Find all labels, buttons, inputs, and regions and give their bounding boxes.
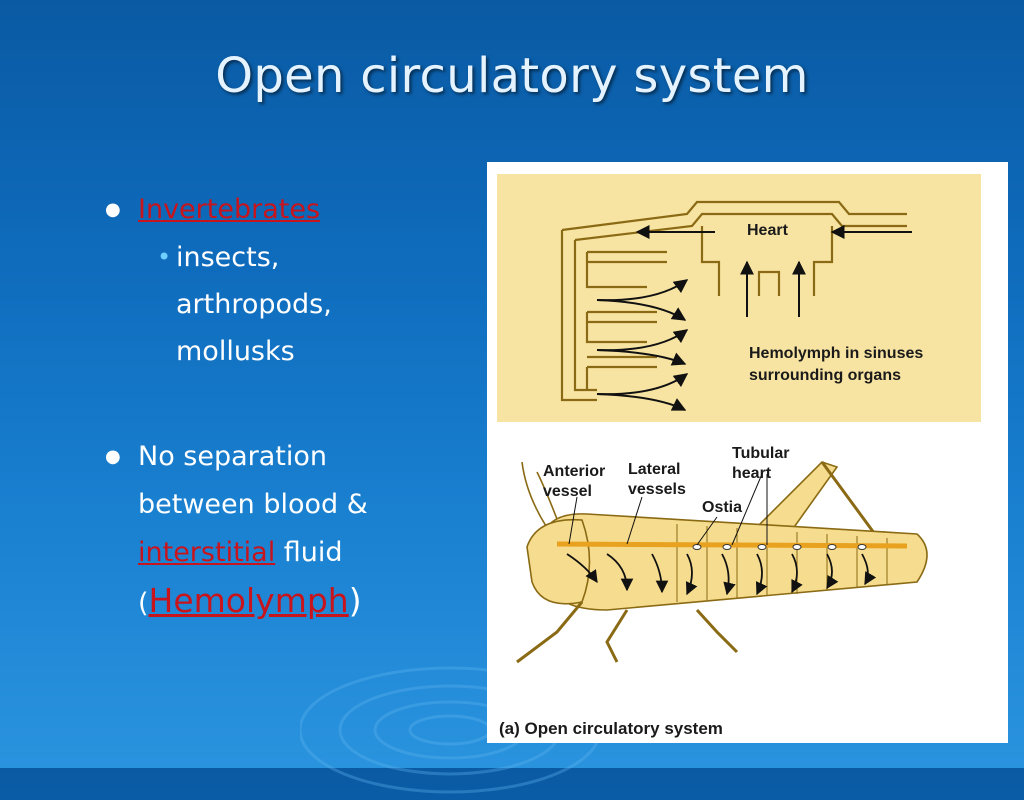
hemolymph-flow-arrows — [566, 553, 877, 596]
paren-open: ( — [138, 588, 149, 619]
bullet-invertebrates: ● Invertebrates — [100, 190, 460, 230]
sub-bullet-line: arthropods, — [176, 289, 332, 320]
schematic-panel — [497, 174, 981, 422]
hemolymph-link[interactable]: Hemolymph — [148, 581, 349, 620]
bullet-line: fluid — [275, 537, 343, 568]
sub-bullet-line: insects, — [176, 242, 280, 273]
interstitial-link[interactable]: interstitial — [138, 537, 276, 568]
bullet-list: ● Invertebrates • insects, arthropods, m… — [100, 190, 460, 628]
tubular-label-line2: heart — [732, 465, 772, 482]
schematic-vessels — [560, 200, 907, 402]
tubular-label-line1: Tubular — [732, 445, 789, 462]
open-circulatory-figure: Heart Hemolymph in sinuses surrounding o… — [487, 162, 1008, 743]
bullet-dot-icon: ● — [105, 199, 121, 220]
anterior-label-line2: vessel — [543, 483, 592, 500]
slide-title: Open circulatory system — [215, 48, 809, 104]
figure-caption: (a) Open circulatory system — [499, 719, 723, 738]
sinus-label-line1: Hemolymph in sinuses — [749, 345, 923, 362]
label-leader-lines — [568, 473, 768, 546]
ostia-label: Ostia — [702, 499, 742, 516]
lateral-label-line1: Lateral — [628, 461, 680, 478]
bullet-line: between blood & — [138, 489, 368, 520]
invertebrates-link[interactable]: Invertebrates — [138, 194, 321, 225]
bullet-dot-icon: ● — [105, 446, 121, 467]
lateral-label-line2: vessels — [628, 481, 686, 498]
anterior-label-line1: Anterior — [543, 463, 605, 480]
sub-bullet-examples: • insects, arthropods, mollusks — [138, 234, 460, 375]
sub-bullet-line: mollusks — [176, 336, 295, 367]
bullet-no-separation: ● No separation between blood & intersti… — [100, 433, 460, 628]
sub-bullet-dot-icon: • — [157, 243, 172, 271]
bullet-line: No separation — [138, 441, 328, 472]
flow-arrows — [596, 225, 912, 411]
figure-illustration: Heart Hemolymph in sinuses surrounding o… — [497, 174, 981, 738]
paren-close: ) — [348, 581, 362, 620]
heart-label: Heart — [747, 222, 789, 239]
sinus-label-line2: surrounding organs — [749, 367, 901, 384]
